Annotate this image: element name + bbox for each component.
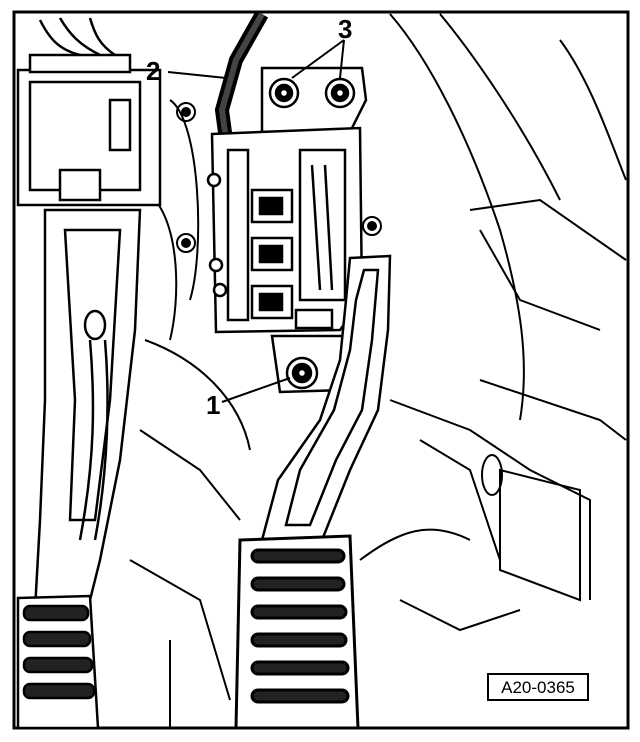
callout-1: 1 [206,390,220,420]
callout-3: 3 [338,14,352,44]
lower-bracket [270,334,350,394]
callout-2: 2 [146,56,160,86]
upper-bracket [260,66,368,134]
reference-code-box: A20-0365 [487,673,589,701]
background-body-panels [129,13,627,728]
accelerator-pedal-pad [234,534,360,730]
wiring-harness [214,10,269,141]
reference-code: A20-0365 [501,678,575,697]
upper-left-component [16,17,162,207]
left-pedal [16,208,142,730]
callout-leaders [167,39,345,403]
pedal-module-housing [206,126,364,334]
